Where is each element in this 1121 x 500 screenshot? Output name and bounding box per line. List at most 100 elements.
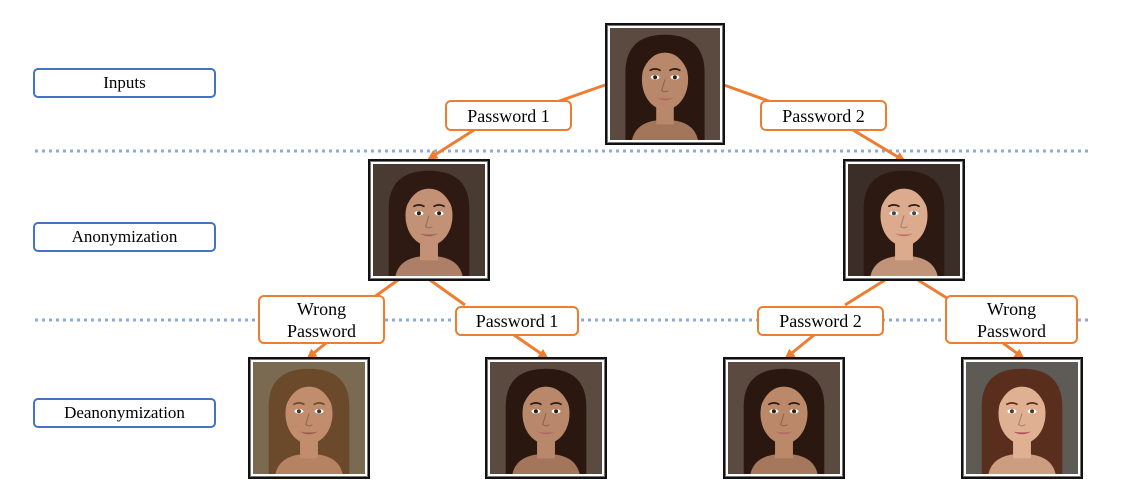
face-deanonymized-wrong-1 bbox=[248, 357, 370, 479]
right-brow bbox=[668, 68, 681, 72]
face-oval bbox=[760, 383, 808, 444]
stage-label-deanonymization: Deanonymization bbox=[33, 398, 216, 428]
left-brow bbox=[887, 204, 900, 208]
lips bbox=[895, 233, 913, 237]
password-text: Wrong Password bbox=[976, 298, 1046, 341]
face-input bbox=[605, 23, 725, 145]
hair-front bbox=[998, 377, 1046, 407]
right-iris bbox=[792, 409, 797, 414]
hair-front bbox=[760, 377, 808, 407]
right-brow bbox=[313, 402, 326, 406]
arrow-anon2-to-pw2b bbox=[844, 278, 886, 307]
hair-front bbox=[880, 179, 928, 209]
right-brow bbox=[788, 402, 801, 406]
lips bbox=[420, 233, 438, 237]
left-iris bbox=[533, 409, 538, 414]
face-deanonymized-password-1 bbox=[485, 357, 607, 479]
arrow-anon2-to-wrong2 bbox=[917, 278, 951, 302]
face-portrait bbox=[253, 362, 365, 474]
arrow-pw1-to-anon1 bbox=[427, 128, 475, 160]
right-iris bbox=[554, 409, 559, 414]
face-portrait bbox=[966, 362, 1078, 474]
left-iris bbox=[891, 211, 896, 216]
left-brow bbox=[529, 402, 542, 406]
face-anonymized-2 bbox=[843, 159, 965, 281]
lips bbox=[775, 431, 793, 435]
face-deanonymized-wrong-2 bbox=[961, 357, 1083, 479]
left-iris bbox=[771, 409, 776, 414]
shoulders bbox=[512, 453, 580, 474]
left-brow bbox=[1005, 402, 1018, 406]
face-oval bbox=[880, 185, 928, 246]
stage-label-inputs: Inputs bbox=[33, 68, 216, 98]
right-brow bbox=[550, 402, 563, 406]
face-portrait bbox=[728, 362, 840, 474]
shoulders bbox=[275, 453, 343, 474]
password-box-wrong-right: Wrong Password bbox=[945, 295, 1078, 344]
hair-front bbox=[522, 377, 570, 407]
password-text: Password 2 bbox=[782, 105, 865, 126]
right-iris bbox=[912, 211, 917, 216]
password-text: Wrong Password bbox=[286, 298, 356, 341]
face-anonymized-1 bbox=[368, 159, 490, 281]
right-iris bbox=[672, 75, 677, 80]
arrow-pw1b-to-deanon2 bbox=[513, 333, 549, 359]
face-oval bbox=[405, 185, 453, 246]
lips bbox=[300, 431, 318, 435]
left-iris bbox=[653, 75, 658, 80]
arrow-wrong1-to-deanon1 bbox=[306, 341, 327, 359]
shoulders bbox=[988, 453, 1056, 474]
right-iris bbox=[317, 409, 322, 414]
right-iris bbox=[437, 211, 442, 216]
left-brow bbox=[649, 68, 662, 72]
face-portrait bbox=[373, 164, 485, 276]
left-brow bbox=[412, 204, 425, 208]
nose bbox=[1017, 413, 1026, 427]
password-box-top-left: Password 1 bbox=[445, 100, 572, 131]
lips bbox=[1013, 431, 1031, 435]
left-iris bbox=[1009, 409, 1014, 414]
password-box-wrong-left: Wrong Password bbox=[258, 295, 385, 344]
nose bbox=[661, 79, 669, 93]
stage-label-text: Anonymization bbox=[71, 227, 178, 246]
face-portrait bbox=[610, 28, 720, 140]
face-deanonymized-password-2 bbox=[723, 357, 845, 479]
face-oval bbox=[522, 383, 570, 444]
face-oval bbox=[998, 383, 1046, 444]
arrow-pw2b-to-deanon3 bbox=[784, 333, 815, 359]
password-box-bottom-pw2: Password 2 bbox=[757, 306, 884, 336]
stage-label-text: Deanonymization bbox=[64, 403, 185, 422]
face-oval bbox=[285, 383, 333, 444]
password-text: Password 1 bbox=[467, 105, 550, 126]
face-portrait bbox=[490, 362, 602, 474]
face-portrait bbox=[848, 164, 960, 276]
shoulders bbox=[632, 119, 698, 140]
nose bbox=[424, 215, 433, 229]
arrow-pw2-to-anon2 bbox=[852, 128, 906, 162]
shoulders bbox=[870, 255, 938, 276]
shoulders bbox=[395, 255, 463, 276]
left-brow bbox=[292, 402, 305, 406]
stage-label-anonymization: Anonymization bbox=[33, 222, 216, 252]
shoulders bbox=[750, 453, 818, 474]
left-iris bbox=[296, 409, 301, 414]
right-brow bbox=[433, 204, 446, 208]
right-brow bbox=[1026, 402, 1039, 406]
nose bbox=[899, 215, 908, 229]
right-brow bbox=[908, 204, 921, 208]
arrow-anon1-to-pw1b bbox=[429, 278, 466, 307]
left-brow bbox=[767, 402, 780, 406]
nose bbox=[304, 413, 313, 427]
nose bbox=[541, 413, 550, 427]
hair-front bbox=[405, 179, 453, 209]
lips bbox=[656, 97, 674, 101]
right-iris bbox=[1030, 409, 1035, 414]
password-box-bottom-pw1: Password 1 bbox=[455, 306, 579, 336]
hair-front bbox=[285, 377, 333, 407]
stage-label-text: Inputs bbox=[103, 73, 146, 92]
arrow-wrong2-to-deanon4 bbox=[1002, 341, 1025, 359]
hair-front bbox=[641, 43, 689, 73]
face-oval bbox=[641, 49, 689, 110]
